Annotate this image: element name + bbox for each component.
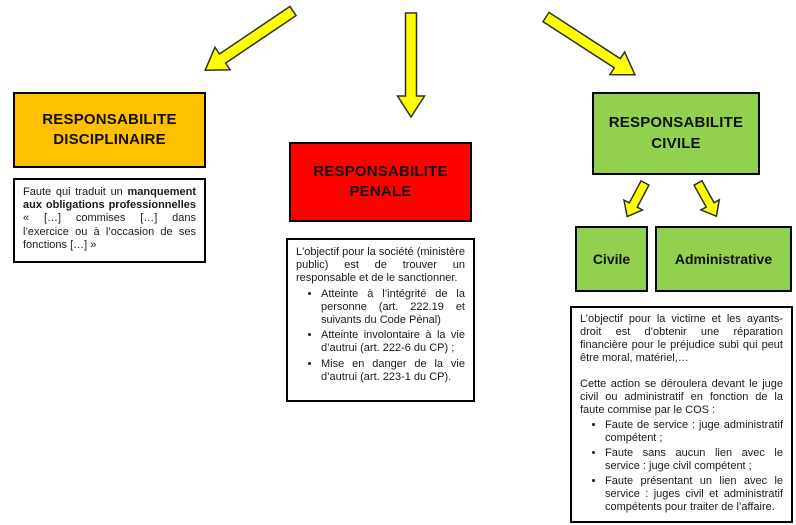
desc-civile-intro2: Cette action se déroulera devant le juge… xyxy=(580,378,783,416)
box-title-line: RESPONSABILITE xyxy=(608,114,744,132)
desc-civile-intro: L’objectif pour la victime et les ayants… xyxy=(580,313,783,364)
box-responsabilite-penale: RESPONSABILITE PENALE xyxy=(289,142,472,222)
desc-disciplinaire-text: Faute qui traduit un manquement aux obli… xyxy=(23,186,196,252)
arrow-civile-left-icon xyxy=(622,179,650,218)
bullet-item: Mise en danger de la vie d’autrui (art. … xyxy=(321,358,465,384)
box-title-line: CIVILE xyxy=(651,134,701,152)
box-civile: Civile xyxy=(575,226,648,292)
desc-civile: L’objectif pour la victime et les ayants… xyxy=(570,306,793,523)
box-title-line: DISCIPLINAIRE xyxy=(53,131,166,148)
bullet-item: Faute présentant un lien avec le service… xyxy=(605,475,783,514)
box-administrative: Administrative xyxy=(655,226,792,292)
desc-text-prefix: Faute qui traduit un xyxy=(23,186,128,198)
arrow-down-icon xyxy=(396,12,426,119)
arrow-down-right-icon xyxy=(541,11,637,76)
desc-penale-intro: L'objectif pour la société (ministère pu… xyxy=(296,246,466,285)
bullet-item: Atteinte à l’intégrité de la personne (a… xyxy=(321,288,465,328)
bullet-item: Faute de service : juge administratif co… xyxy=(605,419,783,445)
desc-penale-bullets: Atteinte à l’intégrité de la personne (a… xyxy=(296,288,465,384)
arrow-civile-right-icon xyxy=(693,179,721,218)
box-responsabilite-civile: RESPONSABILITE CIVILE xyxy=(592,92,760,175)
desc-disciplinaire: Faute qui traduit un manquement aux obli… xyxy=(13,178,206,263)
box-title-line: PENALE xyxy=(349,183,412,200)
arrow-down-left-icon xyxy=(203,5,298,72)
desc-penale: L'objectif pour la société (ministère pu… xyxy=(286,238,475,402)
bullet-item: Faute sans aucun lien avec le service : … xyxy=(605,447,783,473)
bullet-item: Atteinte involontaire à la vie d’autrui … xyxy=(321,329,465,355)
box-title-line: RESPONSABILITE xyxy=(313,162,448,180)
desc-civile-bullets: Faute de service : juge administratif co… xyxy=(580,419,783,514)
box-responsabilite-disciplinaire: RESPONSABILITE DISCIPLINAIRE xyxy=(13,92,206,168)
desc-text-bold: manquement aux obligations professionnel… xyxy=(23,186,196,212)
box-title-line: RESPONSABILITE xyxy=(42,110,177,128)
desc-text-suffix: « […] commises […] dans l’exercice ou à … xyxy=(23,212,196,251)
